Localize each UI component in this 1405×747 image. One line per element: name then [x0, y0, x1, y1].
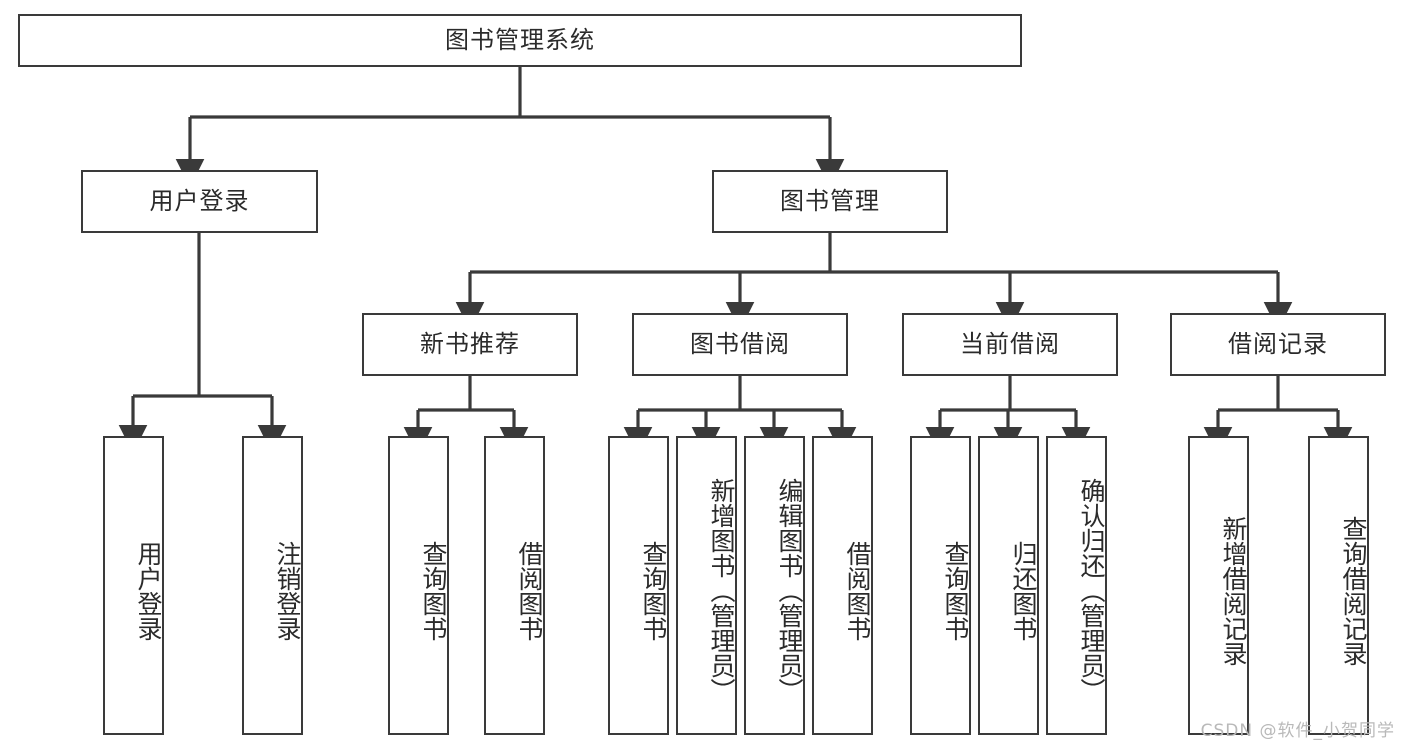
node-book-manage[interactable]: 图书管理 — [712, 170, 948, 233]
node-leaf-query-book-2[interactable]: 查询图书 — [608, 436, 669, 735]
node-leaf-edit-book[interactable]: 编辑图书（管理员） — [744, 436, 805, 735]
node-user-login-label: 用户登录 — [149, 187, 250, 216]
node-leaf-add-record[interactable]: 新增借阅记录 — [1188, 436, 1249, 735]
node-book-borrow[interactable]: 图书借阅 — [632, 313, 848, 376]
node-leaf-return-book[interactable]: 归还图书 — [978, 436, 1039, 735]
node-leaf-add-book[interactable]: 新增图书（管理员） — [676, 436, 737, 735]
node-leaf-user-login-label: 用户登录 — [134, 540, 163, 641]
node-leaf-borrow-book-2-label: 借阅图书 — [843, 540, 872, 641]
node-leaf-query-book-3-label: 查询图书 — [941, 540, 970, 641]
node-leaf-logout-login[interactable]: 注销登录 — [242, 436, 303, 735]
watermark-text: CSDN @软件_小贺同学 — [1200, 721, 1395, 741]
node-leaf-add-book-label: 新增图书（管理员） — [707, 478, 736, 703]
node-root[interactable]: 图书管理系统 — [18, 14, 1022, 67]
node-book-borrow-label: 图书借阅 — [690, 330, 790, 359]
node-current-borrow-label: 当前借阅 — [960, 330, 1060, 359]
node-leaf-query-record[interactable]: 查询借阅记录 — [1308, 436, 1369, 735]
node-leaf-query-book-1[interactable]: 查询图书 — [388, 436, 449, 735]
node-root-label: 图书管理系统 — [445, 26, 595, 55]
node-leaf-query-book-1-label: 查询图书 — [419, 540, 448, 641]
node-new-book-recommend[interactable]: 新书推荐 — [362, 313, 578, 376]
node-leaf-query-book-3[interactable]: 查询图书 — [910, 436, 971, 735]
node-leaf-user-login[interactable]: 用户登录 — [103, 436, 164, 735]
node-leaf-query-record-label: 查询借阅记录 — [1339, 515, 1368, 666]
node-borrow-record-label: 借阅记录 — [1228, 330, 1328, 359]
node-new-book-recommend-label: 新书推荐 — [420, 330, 520, 359]
node-leaf-edit-book-label: 编辑图书（管理员） — [775, 478, 804, 703]
node-user-login[interactable]: 用户登录 — [81, 170, 318, 233]
node-leaf-confirm-return[interactable]: 确认归还（管理员） — [1046, 436, 1107, 735]
node-leaf-logout-login-label: 注销登录 — [273, 540, 302, 641]
node-leaf-borrow-book-1-label: 借阅图书 — [515, 540, 544, 641]
node-leaf-borrow-book-2[interactable]: 借阅图书 — [812, 436, 873, 735]
node-leaf-borrow-book-1[interactable]: 借阅图书 — [484, 436, 545, 735]
node-leaf-return-book-label: 归还图书 — [1009, 540, 1038, 641]
node-book-manage-label: 图书管理 — [780, 187, 880, 216]
node-borrow-record[interactable]: 借阅记录 — [1170, 313, 1386, 376]
node-leaf-confirm-return-label: 确认归还（管理员） — [1077, 478, 1106, 703]
node-current-borrow[interactable]: 当前借阅 — [902, 313, 1118, 376]
node-leaf-query-book-2-label: 查询图书 — [639, 540, 668, 641]
node-leaf-add-record-label: 新增借阅记录 — [1219, 515, 1248, 666]
